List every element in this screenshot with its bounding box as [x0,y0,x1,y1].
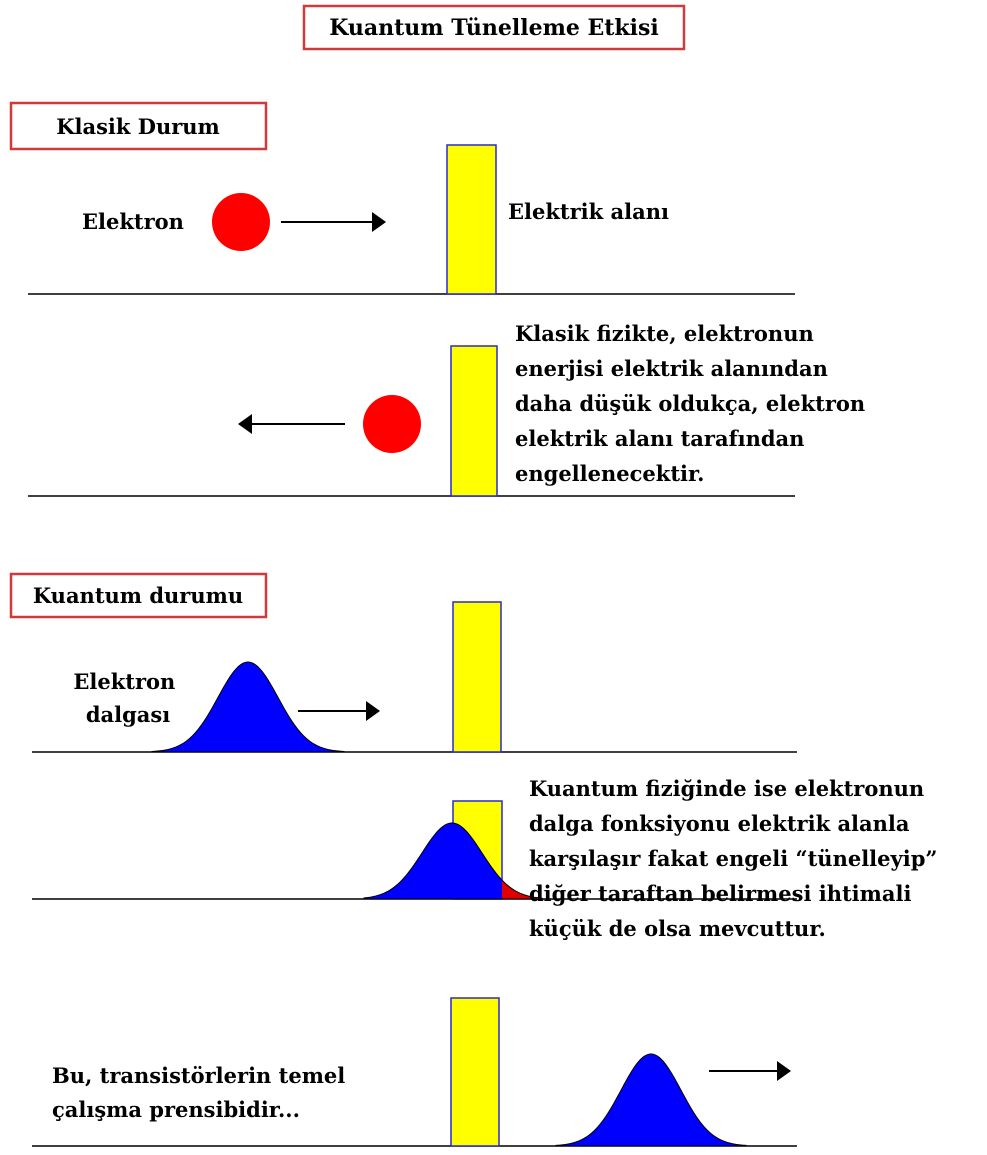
title-box: Kuantum Tünelleme Etkisi [302,4,686,51]
classical-heading-frame [9,101,268,151]
conclusion-text: Bu, transistörlerin temel çalışma prensi… [52,1063,353,1122]
electron-wave-packet [555,1053,747,1147]
classical-panel-approach: Elektron Elektrik alanı [28,144,795,295]
classical-panel-reflect: Klasik fizikte, elektronun enerjisi elek… [28,321,872,497]
classical-explanation-line: engellenecektir. [515,461,704,486]
quantum-panel-approach: Elektron dalgası [32,601,797,753]
classical-heading-box: Klasik Durum [9,101,268,151]
quantum-heading: Kuantum durumu [33,583,243,608]
quantum-heading-frame [9,572,268,619]
classical-explanation-line: Klasik fizikte, elektronun [515,321,814,346]
title-frame [302,4,686,51]
classical-explanation-line: elektrik alanı tarafından [515,426,804,451]
tunneled-wave-tail [502,880,542,899]
energy-barrier [446,144,497,295]
arrow-right-head [366,701,380,721]
electron-particle [212,193,270,251]
energy-barrier [452,601,502,753]
page-title: Kuantum Tünelleme Etkisi [329,15,659,41]
energy-barrier [450,345,498,497]
quantum-explanation-line: Kuantum fiziğinde ise elektronun [529,776,924,801]
quantum-explanation-line: karşılaşır fakat engeli “tünelleyip” [529,846,937,871]
conclusion-line: Bu, transistörlerin temel [52,1063,345,1088]
classical-explanation-line: daha düşük oldukça, elektron [515,391,865,416]
quantum-explanation: Kuantum fiziğinde ise elektronun dalga f… [529,776,945,941]
arrow-left-head [238,414,252,434]
classical-heading: Klasik Durum [56,114,220,139]
classical-explanation-line: enerjisi elektrik alanından [515,356,828,381]
quantum-heading-box: Kuantum durumu [9,572,268,619]
quantum-panel-tunnel: Kuantum fiziğinde ise elektronun dalga f… [32,776,945,941]
wave-label-line: Elektron [73,669,175,694]
energy-barrier [450,997,500,1147]
electron-wave-packet [364,823,542,899]
wave-outline [363,822,543,900]
quantum-explanation-line: dalga fonksiyonu elektrik alanla [529,811,910,836]
classical-explanation: Klasik fizikte, elektronun enerjisi elek… [515,321,872,486]
electron-label: Elektron [82,209,184,234]
conclusion-line: çalışma prensibidir... [52,1097,300,1122]
wave-label-line: dalgası [86,702,170,727]
electron-wave-packet [151,661,345,753]
arrow-right-head [372,212,386,232]
wave-label: Elektron dalgası [73,669,182,727]
quantum-explanation-line: küçük de olsa mevcuttur. [529,916,826,941]
quantum-explanation-line: diğer taraftan belirmesi ihtimali [529,881,911,906]
electric-field-label: Elektrik alanı [508,199,669,224]
arrow-right-head [777,1061,791,1081]
quantum-panel-emerged: Bu, transistörlerin temel çalışma prensi… [32,997,797,1147]
electron-particle [363,395,421,453]
